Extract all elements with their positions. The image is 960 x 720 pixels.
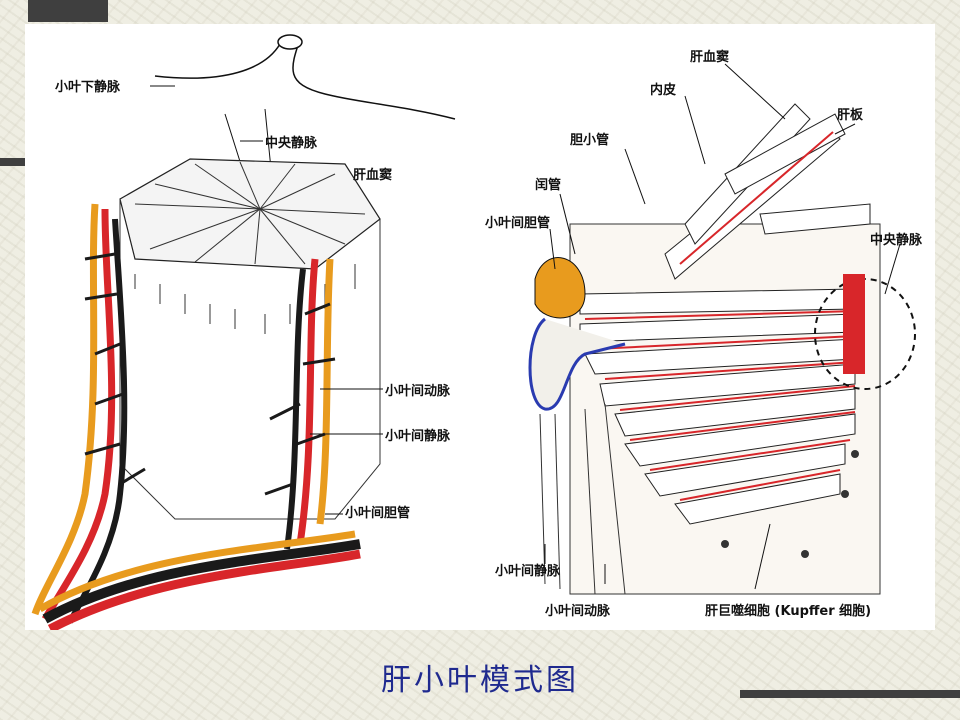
left-branches [84,252,146,486]
label-endothelium: 内皮 [650,83,677,98]
label-interlobular-vein-right: 小叶间静脉 [495,564,561,579]
interlobular-vein-blue [528,317,626,411]
right-leader-lines [544,63,901,590]
left-artery [41,208,116,621]
red-sinusoids [584,131,856,501]
bile-duct-cluster [534,257,586,319]
left-vein [67,218,128,624]
sublobular-vein-opening [277,34,303,50]
label-bile-canaliculus: 胆小管 [570,133,610,148]
left-lobule-diagram [31,34,456,630]
label-hepatic-plate: 肝板 [837,108,864,123]
bottom-vein [42,539,361,624]
label-central-vein-right: 中央静脉 [870,233,923,248]
label-central-vein: 中央静脉 [265,136,318,151]
right-artery [296,258,319,545]
right-lobule-diagram [528,63,916,595]
lobule-side-dashes [134,264,356,334]
right-branches [264,302,336,496]
radiating-sinusoids [134,161,366,265]
sublobular-vein-outline [154,37,456,120]
liver-lobule-figure: 小叶下静脉 中央静脉 肝血窦 小叶间动脉 小叶间静脉 小叶间胆管 肝血窦 内皮 … [25,24,935,630]
bottom-bile-duct [38,530,356,613]
lobule-side-edges [119,199,381,520]
right-bile-duct [316,258,334,525]
label-interlobular-bile-duct-left: 小叶间胆管 [345,506,411,521]
figure-title: 肝小叶模式图 [381,663,579,698]
label-interlobular-artery-right: 小叶间动脉 [545,604,611,619]
label-sinusoid-left: 肝血窦 [353,168,393,183]
kupffer-cells [721,450,859,558]
corner-bar-bottom [740,690,960,698]
central-vein-red [843,274,865,374]
left-bile-duct [31,203,99,616]
label-interlobular-vein-left: 小叶间静脉 [385,429,451,444]
corner-bar-top [28,0,108,22]
lobule-illustration [31,34,916,630]
bottom-artery [47,549,361,630]
label-interlobular-bile-duct-right: 小叶间胆管 [485,216,551,231]
vessel-bundle [539,403,626,595]
label-interlobular-artery-left: 小叶间动脉 [385,384,451,399]
label-sublobular-vein: 小叶下静脉 [55,80,121,95]
label-canal: 闰管 [535,178,562,193]
left-leader-lines [150,85,383,515]
label-sinusoid-right: 肝血窦 [690,50,730,65]
lobule-top-face [119,158,381,270]
label-kupffer-cell: 肝巨噬细胞 (Kupffer 细胞) [705,604,872,619]
corner-bar-left [0,158,26,166]
